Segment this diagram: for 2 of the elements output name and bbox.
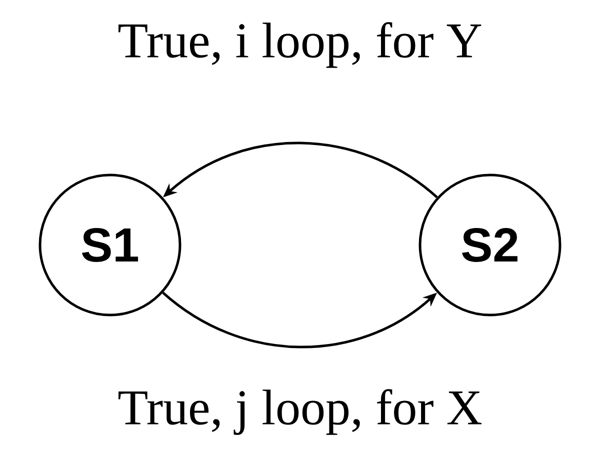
edge-label: True, j loop, for X: [118, 389, 482, 435]
edge-label: True, i loop, for Y: [118, 22, 482, 68]
